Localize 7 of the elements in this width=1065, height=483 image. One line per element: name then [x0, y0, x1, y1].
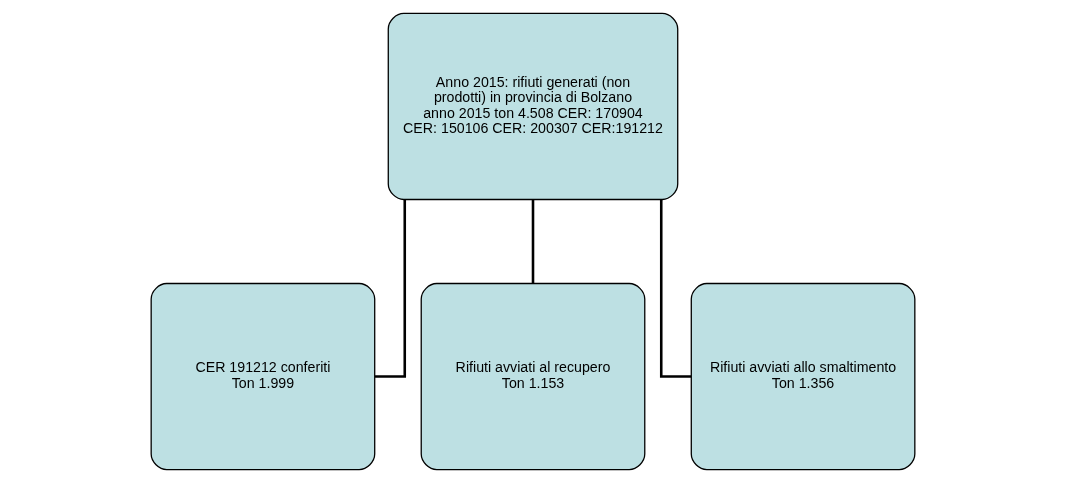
node-box: Anno 2015: rifiuti generati (non prodotti) in provincia di Bolzano anno 2015 ton 4.508 CER: 170904 CER: 150106 CER: 200307 CER:191212	[387, 12, 678, 201]
node-box: CER 191212 conferiti Ton 1.999	[150, 282, 375, 471]
connector	[659, 199, 691, 378]
node-box: Rifiuti avviati allo smaltimento Ton 1.356	[690, 282, 915, 471]
connector	[531, 199, 534, 284]
node-box: Rifiuti avviati al recupero Ton 1.153	[420, 282, 645, 471]
connector	[374, 199, 406, 378]
